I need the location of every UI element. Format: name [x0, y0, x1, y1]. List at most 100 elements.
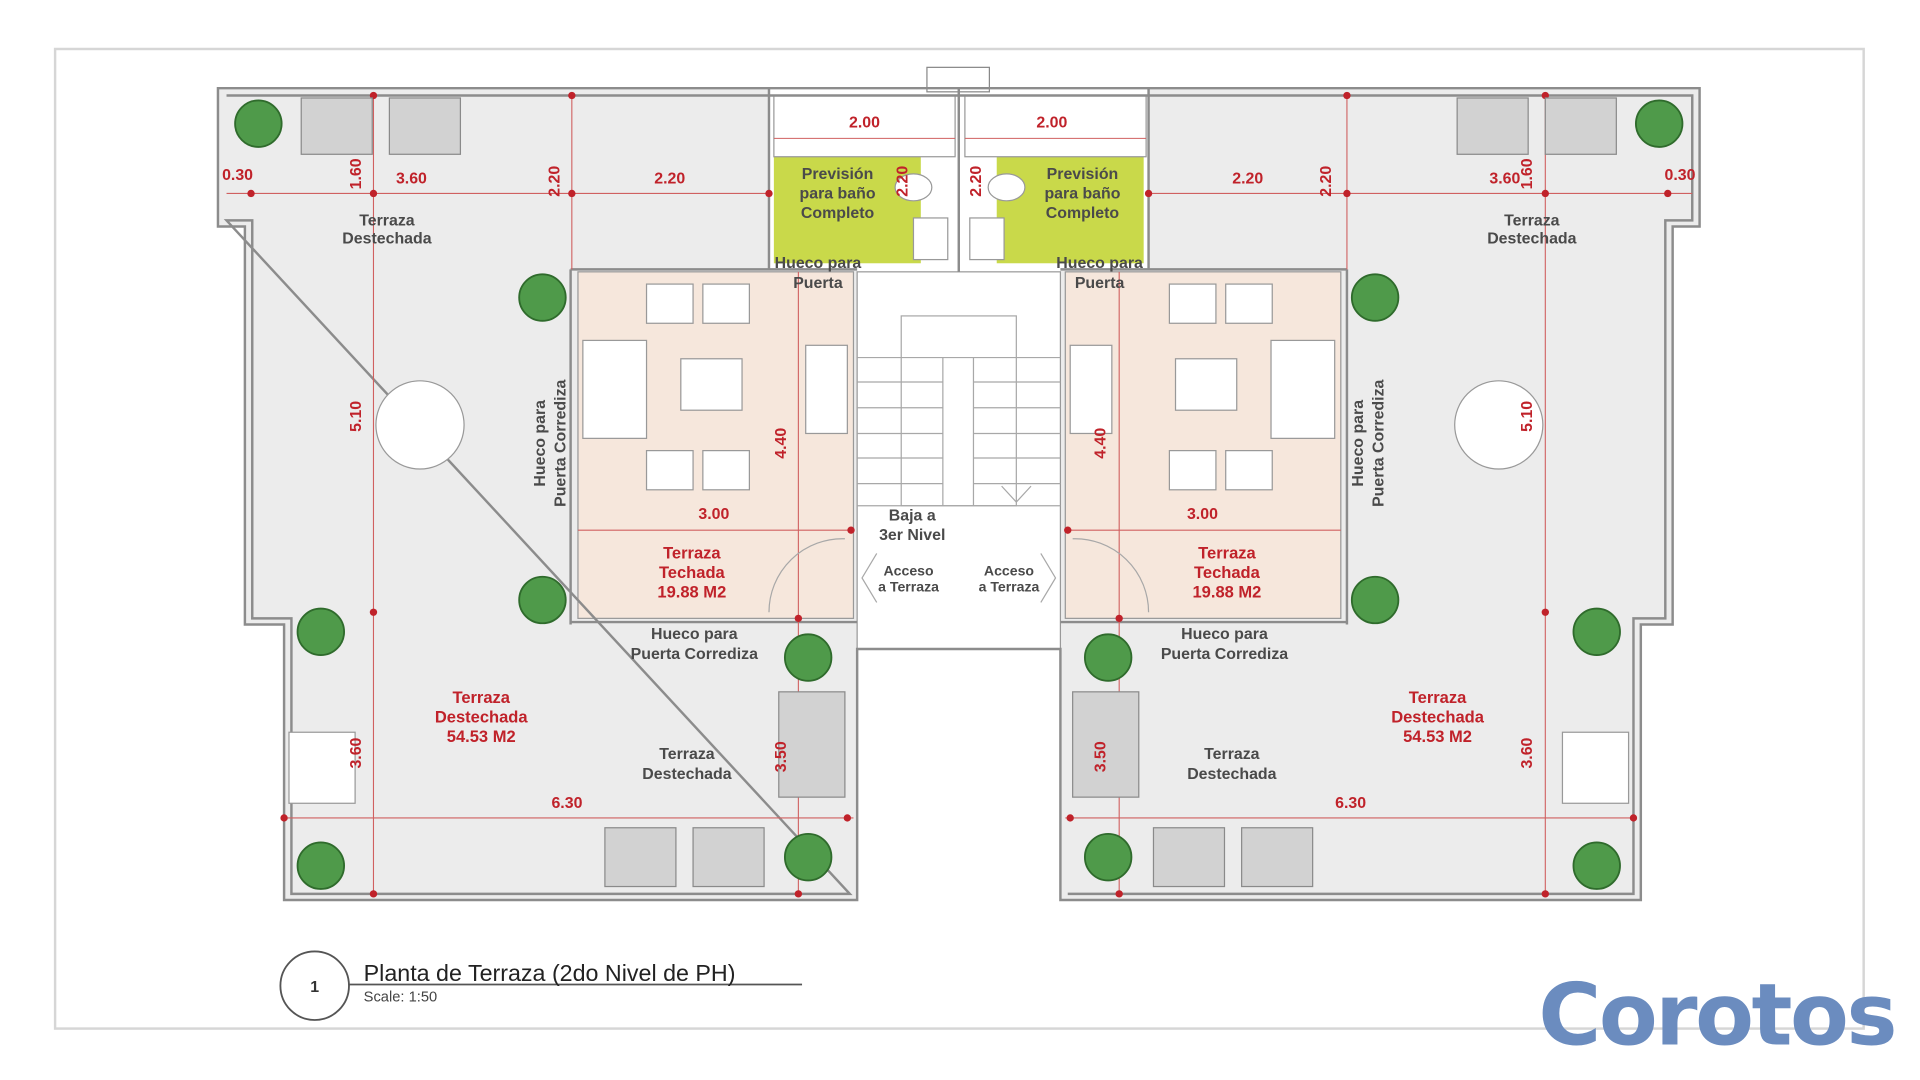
coffee-table-icon — [680, 358, 743, 411]
tree-icon — [1083, 832, 1133, 882]
dim-label: 3.60 — [348, 737, 365, 768]
dim-label: 0.30 — [1665, 167, 1696, 184]
tree-icon — [234, 99, 283, 148]
room-label: Terraza — [359, 212, 415, 229]
tree-icon — [1635, 99, 1684, 148]
access-label: Acceso — [984, 563, 1034, 579]
walls — [216, 86, 1701, 902]
dim-label: 1.60 — [1519, 158, 1536, 189]
dim-label: 4.40 — [773, 428, 790, 459]
dim-label: 4.40 — [1093, 428, 1110, 459]
round-table-icon — [1454, 380, 1544, 470]
access-label: Acceso — [884, 563, 934, 579]
sliding-door-label: Hueco para — [1350, 400, 1367, 487]
sofa-icon — [582, 339, 648, 439]
room-labels: Terraza Destechada Terraza Destechada Pr… — [342, 166, 1576, 783]
lounger-icon — [300, 97, 373, 155]
door-label: Puerta — [793, 275, 843, 292]
open-terrace-area: 54.53 M2 — [1403, 727, 1472, 746]
tree-icon — [783, 832, 833, 882]
door-label: Hueco para — [775, 255, 862, 272]
access-label: a Terraza — [878, 578, 939, 594]
dim-label: 2.00 — [849, 114, 880, 131]
sliding-door-label: Puerta Corrediza — [1371, 379, 1388, 506]
sofa-icon — [1270, 339, 1336, 439]
room-label: Destechada — [642, 766, 731, 783]
tree-icon — [1350, 273, 1400, 322]
staircase — [768, 315, 1150, 613]
sliding-door-label: Hueco para — [1181, 626, 1268, 643]
sliding-door-label: Hueco para — [651, 626, 738, 643]
arrow-right-icon — [1040, 553, 1057, 603]
room-label: Destechada — [1187, 766, 1276, 783]
covered-terrace-area: 19.88 M2 — [1193, 583, 1262, 602]
covered-terrace-area: 19.88 M2 — [657, 583, 726, 602]
sofa-icon — [778, 691, 846, 798]
plan-title: Planta de Terraza (2do Nivel de PH) — [364, 960, 736, 986]
lounger-icon — [1456, 97, 1529, 155]
tree-icon — [1083, 633, 1133, 682]
bath-label: Previsión — [802, 166, 874, 183]
tree-icon — [518, 273, 567, 322]
open-terrace-label: Destechada — [1391, 707, 1485, 726]
door-arc-right — [1072, 538, 1150, 613]
door-arc-left — [768, 538, 845, 613]
dim-label: 2.00 — [1036, 114, 1067, 131]
coffee-table-icon — [1174, 358, 1238, 411]
dim-label: 3.60 — [1489, 171, 1520, 188]
dim-label: 3.00 — [1187, 506, 1218, 523]
arrow-left-icon — [861, 553, 878, 603]
dim-label: 2.20 — [1318, 166, 1335, 197]
callout-number: 1 — [310, 979, 319, 996]
dim-label: 3.00 — [698, 506, 729, 523]
dim-label: 3.50 — [773, 741, 790, 772]
dim-label: 3.60 — [1519, 737, 1536, 768]
bath-label: Completo — [801, 205, 875, 222]
open-terrace-label: Terraza — [452, 688, 510, 707]
tree-icon — [296, 841, 345, 890]
sliding-door-label: Puerta Corrediza — [553, 379, 570, 506]
lounger-icon — [388, 97, 462, 155]
open-terrace-label: Destechada — [435, 707, 529, 726]
door-label: Puerta — [1075, 275, 1125, 292]
toilet-icon — [894, 173, 933, 202]
dim-label: 6.30 — [1335, 795, 1366, 812]
tree-icon — [518, 575, 567, 625]
tree-icon — [1572, 607, 1621, 657]
room-label: Destechada — [342, 231, 431, 248]
covered-terrace-label: Techada — [1194, 563, 1261, 582]
bath-label: Previsión — [1047, 166, 1119, 183]
sliding-door-label: Puerta Corrediza — [1161, 646, 1288, 663]
dim-label: 2.20 — [894, 166, 911, 197]
dim-label: 2.20 — [968, 166, 985, 197]
stair-label: 3er Nivel — [879, 527, 945, 544]
dim-label: 2.20 — [1232, 171, 1263, 188]
dim-label: 3.60 — [396, 171, 427, 188]
room-label: Terraza — [1504, 212, 1560, 229]
dim-label: 5.10 — [348, 401, 365, 432]
lounger-icon — [1544, 97, 1617, 155]
room-label: Terraza — [1204, 746, 1260, 763]
room-label: Terraza — [659, 746, 715, 763]
dim-label: 2.20 — [547, 166, 564, 197]
covered-terrace-label: Techada — [659, 563, 726, 582]
callout-circle — [279, 950, 350, 1021]
stair-label: Baja a — [889, 507, 936, 524]
bath-label: Completo — [1046, 205, 1120, 222]
open-terrace-area: 54.53 M2 — [447, 727, 516, 746]
tree-icon — [1350, 575, 1400, 625]
sliding-door-label: Puerta Corrediza — [631, 646, 758, 663]
plants — [234, 99, 1684, 890]
sofa-icon — [1072, 691, 1140, 798]
bath-area-left — [773, 156, 921, 264]
door-label: Hueco para — [1056, 255, 1143, 272]
toilet-icon — [987, 173, 1026, 202]
tree-icon — [1572, 841, 1621, 890]
armchair-icon — [288, 731, 356, 804]
dim-label: 3.50 — [1093, 741, 1110, 772]
stairwell — [856, 271, 1062, 650]
plan-scale: Scale: 1:50 — [364, 990, 438, 1006]
dim-label: 2.20 — [654, 171, 685, 188]
covered-terrace-label: Terraza — [1198, 543, 1256, 562]
